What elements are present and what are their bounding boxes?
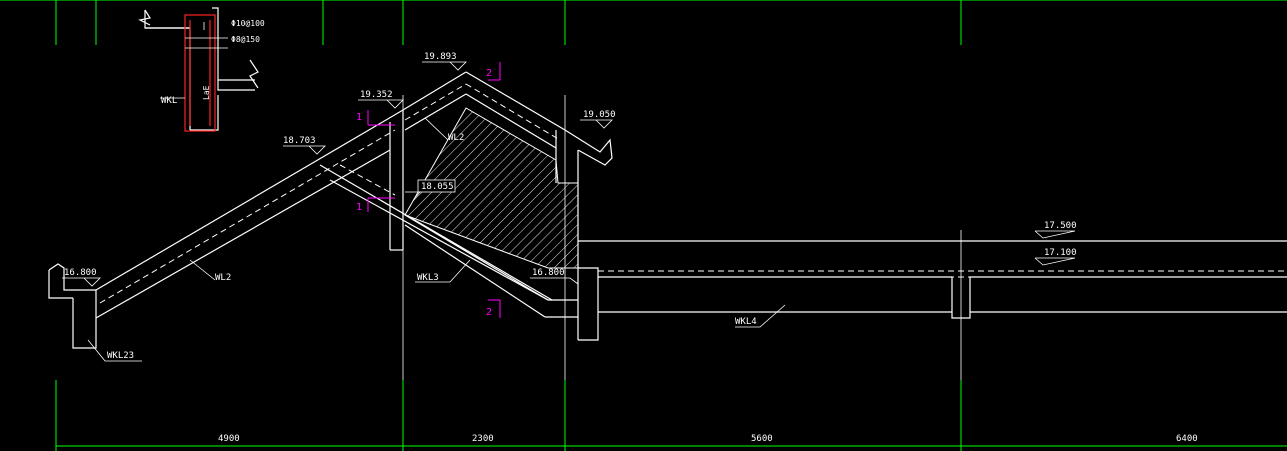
left-slope xyxy=(48,109,404,349)
anchor-label: LaE xyxy=(202,85,211,100)
section-2-top: 2 xyxy=(486,68,492,79)
elevation-18055-box xyxy=(417,179,456,193)
beam-detail: Φ10@100 Φ8@150 LaE WKL xyxy=(138,7,265,132)
column-b xyxy=(555,130,599,341)
elevation-16800-right: 16.800 xyxy=(532,268,565,278)
elevation-17100: 17.100 xyxy=(1044,248,1077,258)
inclined-beam xyxy=(319,164,578,318)
dimension-4900: 4900 xyxy=(218,434,240,444)
column-a xyxy=(389,110,404,251)
elevation-18703: 18.703 xyxy=(283,136,316,146)
dimension-6400: 6400 xyxy=(1176,434,1198,444)
detail-wkl-label: WKL xyxy=(161,96,177,106)
beam-label-wl2-left: WL2 xyxy=(215,273,231,283)
dimension-texts: 4900 2300 5600 6400 xyxy=(218,434,1198,444)
elevation-markers: 19.893 19.352 18.703 19.050 18.055 16.80… xyxy=(62,52,1077,287)
dimension-2300: 2300 xyxy=(472,434,494,444)
elevation-17500: 17.500 xyxy=(1044,221,1077,231)
elevation-19050: 19.050 xyxy=(583,110,616,120)
elevation-18055: 18.055 xyxy=(421,182,454,192)
beam-label-wkl4: WKL4 xyxy=(735,317,757,327)
beam-labels: WL2 WL2 WKL3 WKL4 WKL23 xyxy=(87,117,786,362)
hatched-region xyxy=(404,107,579,269)
section-1-top: 1 xyxy=(356,112,362,123)
rebar-label-2: Φ8@150 xyxy=(231,35,260,44)
gable-roof xyxy=(402,71,613,166)
elevation-16800-left: 16.800 xyxy=(64,268,97,278)
beam-label-wkl23: WKL23 xyxy=(107,351,134,361)
section-1-bottom: 1 xyxy=(356,202,362,213)
rebar-label-1: Φ10@100 xyxy=(231,19,265,28)
section-marks: 1 1 2 2 xyxy=(356,62,501,318)
beam-label-wl2-top: WL2 xyxy=(448,133,464,143)
dimension-5600: 5600 xyxy=(751,434,773,444)
section-2-bottom: 2 xyxy=(486,307,492,318)
flat-roof xyxy=(578,240,1287,319)
beam-label-wkl3: WKL3 xyxy=(417,273,439,283)
elevation-19893: 19.893 xyxy=(424,52,457,62)
elevation-19352: 19.352 xyxy=(360,90,393,100)
